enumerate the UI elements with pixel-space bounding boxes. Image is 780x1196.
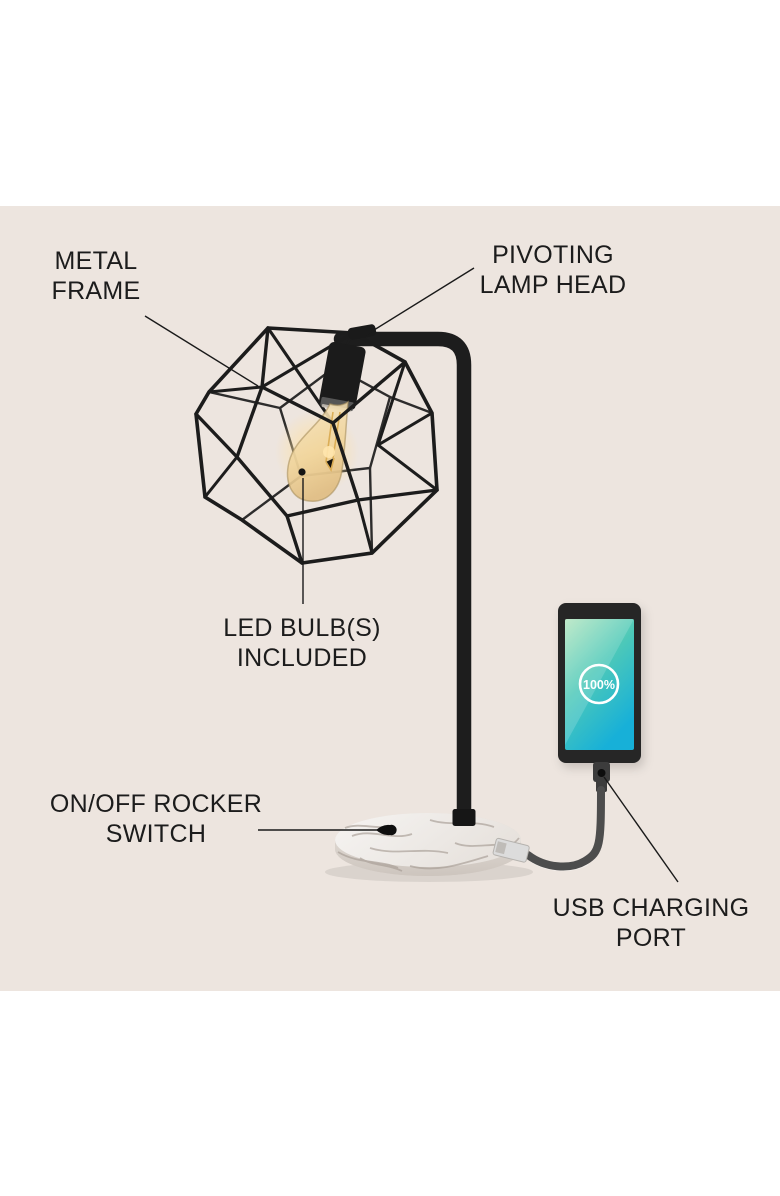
label-led-bulbs-included: LED BULB(S) INCLUDED — [223, 613, 381, 673]
phone-connector — [593, 762, 610, 792]
lamp-socket — [319, 324, 377, 413]
battery-ring — [578, 663, 620, 705]
label-line-1: PIVOTING — [492, 241, 614, 269]
connector-port-hole — [597, 769, 606, 777]
label-line-1: METAL — [54, 247, 138, 275]
label-line-2: PORT — [615, 924, 687, 952]
leader-usb-port — [603, 776, 679, 883]
pole-base-collar — [452, 809, 476, 826]
label-line-2: LAMP HEAD — [479, 271, 627, 299]
label-line-2: SWITCH — [105, 820, 207, 848]
leader-lines — [144, 267, 679, 883]
wire-cage-front — [194, 326, 439, 565]
wire-cage-outer — [194, 326, 439, 565]
leader-metal-frame — [144, 315, 259, 387]
label-line-1: ON/OFF ROCKER — [49, 790, 263, 818]
phone-screen — [565, 619, 634, 750]
label-line-2: FRAME — [51, 277, 141, 305]
usb-plug — [492, 837, 530, 863]
rocker-switch — [376, 824, 397, 836]
label-line-1: LED BULB(S) — [223, 614, 381, 642]
screen-glare — [565, 619, 634, 745]
pivot-bracket — [347, 324, 377, 340]
label-usb-charging-port: USB CHARGING PORT — [553, 893, 750, 953]
leader-pivoting-lamp-head — [365, 267, 475, 336]
usb-cable-assembly — [492, 762, 610, 871]
label-line-1: USB CHARGING — [552, 894, 750, 922]
label-on-off-rocker-switch: ON/OFF ROCKER SWITCH — [50, 789, 262, 849]
bulb-marker-dot — [298, 468, 306, 476]
marble-base — [335, 813, 521, 876]
label-pivoting-lamp-head: PIVOTING LAMP HEAD — [480, 240, 627, 300]
lamp-arm — [333, 331, 476, 826]
label-line-2: INCLUDED — [236, 644, 368, 672]
battery-percent-text: 100% — [583, 678, 615, 692]
usb-cable — [524, 786, 605, 871]
smartphone: 100% — [558, 603, 641, 763]
label-metal-frame: METAL FRAME — [52, 246, 141, 306]
